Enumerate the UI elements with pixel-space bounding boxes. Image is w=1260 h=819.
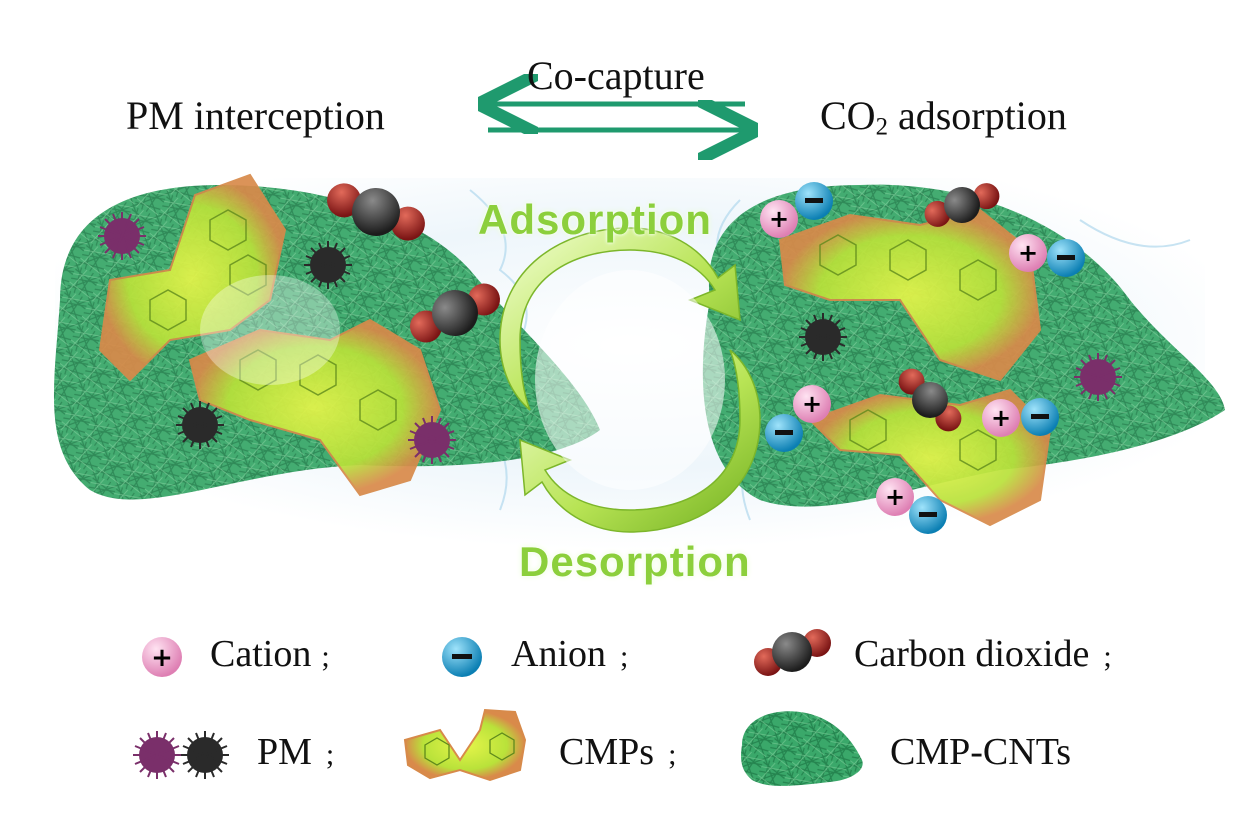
legend-cation-icon: +: [142, 637, 182, 677]
svg-text:+: +: [802, 390, 822, 418]
co2-subscript: 2: [875, 113, 888, 141]
legend-cmp-cnts-label: CMP-CNTs: [890, 731, 1072, 773]
pm-particle-black: [175, 400, 225, 450]
cmp-molecule-left-top: [98, 173, 287, 382]
svg-text:+: +: [1018, 239, 1038, 267]
svg-text:+: +: [151, 643, 173, 673]
ion-pair: +: [765, 385, 831, 452]
legend-cmp-cnts-icon: [741, 711, 863, 786]
co2-adsorption-label: CO2 adsorption: [820, 92, 1067, 141]
co-capture-label: Co-capture: [527, 53, 705, 98]
svg-text:+: +: [769, 205, 789, 233]
legend-anion-label: Anion;: [511, 633, 629, 675]
svg-text:+: +: [885, 483, 905, 511]
co2-adsorption-prefix: CO: [820, 93, 876, 138]
svg-text:+: +: [991, 404, 1011, 432]
pm-particle-purple: [407, 415, 457, 465]
ion-pair: +: [760, 182, 833, 238]
legend-pm-purple-icon: [132, 730, 182, 780]
desorption-label: Desorption: [519, 538, 751, 585]
legend-anion-icon: [442, 637, 482, 677]
pm-particle-purple: [97, 211, 147, 261]
co2-molecule: [327, 183, 425, 241]
legend-co2-label: Carbon dioxide;: [854, 633, 1112, 675]
pm-particle-black: [303, 240, 353, 290]
pm-interception-label: PM interception: [126, 93, 385, 138]
ion-pair: +: [982, 398, 1059, 437]
legend-cmps-label: CMPs;: [559, 731, 677, 773]
ion-pair: +: [1009, 234, 1085, 277]
legend-pm-black-icon: [180, 730, 230, 780]
co2-molecule: [409, 283, 501, 343]
co2-adsorption-suffix: adsorption: [887, 93, 1067, 138]
legend-co2-icon: [754, 629, 831, 676]
co2-molecule: [924, 183, 1000, 227]
pm-particle-black: [798, 312, 848, 362]
pm-particle-purple: [1073, 352, 1123, 402]
cycle-swirl: [499, 227, 761, 533]
co-capture-arrows: [488, 104, 748, 130]
adsorption-label: Adsorption: [478, 196, 712, 243]
legend-cation-label: Cation;: [210, 633, 330, 675]
legend-pm-label: PM;: [257, 731, 335, 773]
cmp-molecule-right-top: [778, 208, 1042, 382]
ion-pair: +: [876, 478, 947, 534]
legend-cmps-icon: [403, 708, 527, 782]
smoke-wisp: [200, 275, 340, 385]
co2-molecule: [898, 368, 962, 432]
